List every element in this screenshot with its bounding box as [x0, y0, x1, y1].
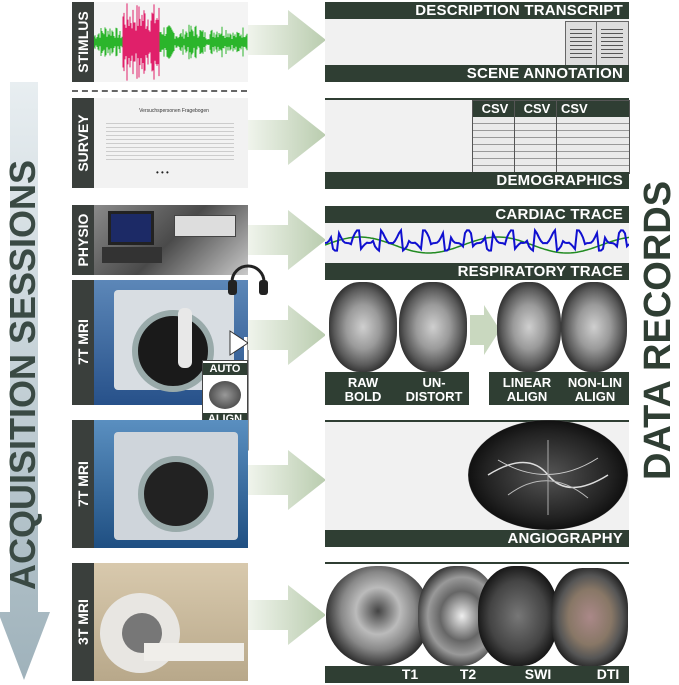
csv-table-1: CSV — [472, 100, 518, 174]
dashed-divider — [72, 90, 247, 92]
data-records-title: DATA RECORDS — [637, 180, 679, 480]
physio-equipment-photo — [94, 205, 248, 275]
angiography-bar: ANGIOGRAPHY — [325, 530, 629, 547]
physio-label-bg — [72, 205, 94, 275]
acquisition-sessions-title: ACQUISITION SESSIONS — [2, 159, 43, 591]
mri7a-label-bg — [72, 280, 94, 405]
session-arrows — [248, 10, 326, 645]
csv-table-3: CSV — [556, 100, 630, 174]
survey-label: SURVEY — [75, 114, 91, 172]
survey-document: Versuchspersonen Fragebogen • • • — [94, 98, 248, 188]
physio-label: PHYSIO — [75, 213, 91, 267]
physio-trace-panel — [324, 223, 630, 263]
mri7b-label-bg — [72, 420, 94, 548]
csv-table-2: CSV — [514, 100, 560, 174]
raw-bold-label: RAW BOLD — [344, 375, 382, 404]
swi-image — [478, 566, 558, 666]
transcript-panel — [325, 19, 629, 67]
cardiac-trace-bar: CARDIAC TRACE — [325, 206, 629, 223]
dti-label: DTI — [596, 666, 620, 682]
angiography-image — [468, 420, 628, 530]
demographics-bar: DEMOGRAPHICS — [325, 172, 629, 189]
physio-traces — [324, 227, 630, 254]
stimulus-panel — [93, 2, 248, 82]
mri7b-label: 7T MRI — [75, 461, 91, 507]
raw-bold-image — [329, 282, 397, 372]
mri3-label: 3T MRI — [75, 599, 91, 645]
respiratory-trace-bar: RESPIRATORY TRACE — [325, 263, 629, 280]
survey-dots: • • • — [156, 168, 169, 177]
bold-arrow — [470, 305, 500, 355]
mri3-photo — [94, 563, 248, 681]
dti-image — [552, 568, 628, 666]
acquisition-arrow — [0, 82, 50, 680]
audio-waveform — [93, 3, 248, 81]
nonlin-align-image — [561, 282, 627, 372]
scene-annotation-bar: SCENE ANNOTATION — [325, 65, 629, 82]
swi-label: SWI — [524, 666, 552, 682]
undistort-image — [399, 282, 467, 372]
auto-align-top: AUTO — [203, 363, 247, 375]
transcript-pages — [565, 21, 629, 67]
headphones-icon — [228, 264, 268, 295]
stimulus-label: STIMLUS — [75, 11, 91, 73]
description-transcript-bar: DESCRIPTION TRANSCRIPT — [325, 2, 629, 19]
nonlin-align-label: NON-LIN ALIGN — [567, 375, 623, 404]
structural-label-bar — [325, 666, 629, 683]
mri7b-photo — [94, 420, 248, 548]
t2-label: T2 — [459, 666, 477, 682]
linear-align-image — [497, 282, 561, 372]
mri3-label-bg — [72, 563, 94, 681]
t1-image — [326, 566, 430, 666]
undistort-label: UN- DISTORT — [405, 375, 463, 404]
stimulus-label-bg — [72, 2, 94, 82]
mri7a-label: 7T MRI — [75, 319, 91, 365]
survey-label-bg — [72, 98, 94, 188]
t1-label: T1 — [401, 666, 419, 682]
survey-title: Versuchspersonen Fragebogen — [139, 108, 209, 114]
linear-align-label: LINEAR ALIGN — [502, 375, 552, 404]
